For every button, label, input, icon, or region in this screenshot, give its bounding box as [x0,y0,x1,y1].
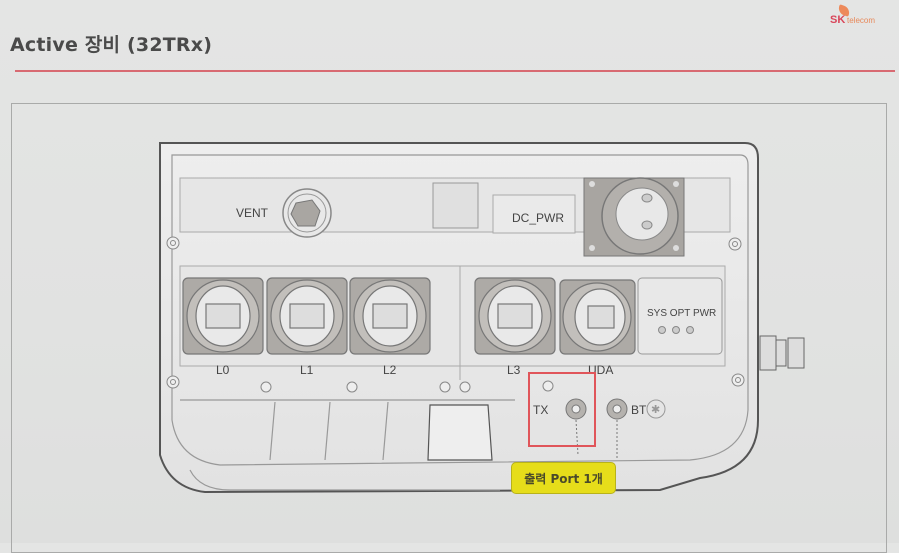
dc-power-connector-icon [583,177,685,257]
slide-title: Active 장비 (32TRx) [10,34,213,56]
bluetooth-icon: ✱ [646,399,666,419]
dc-pwr-label: DC_PWR [512,211,564,225]
port-label-l2: L2 [383,363,397,377]
port-label-l3: L3 [507,363,521,377]
port-label-l0: L0 [216,363,230,377]
title-divider [15,70,895,72]
bt-connector-icon [606,398,628,460]
port-label-l1: L1 [300,363,314,377]
svg-text:✱: ✱ [651,404,660,416]
output-port-callout: 출력 Port 1개 [511,462,616,494]
tx-label: TX [533,403,548,417]
sk-telecom-logo: SK telecom [830,4,899,32]
bt-label: BT [631,403,647,417]
led-indicator-icons [658,326,694,334]
logo-sk: SK [830,14,846,26]
led-labels: SYS OPT PWR [647,308,716,319]
vent-icon [282,188,332,238]
side-connector-icon [759,335,805,371]
tx-port-highlight [528,372,596,447]
tx-connector-icon [565,398,587,456]
port-connector-icons [182,277,636,355]
logo-telecom: telecom [847,16,876,25]
vent-label: VENT [236,206,269,220]
screw-icons [166,236,745,393]
